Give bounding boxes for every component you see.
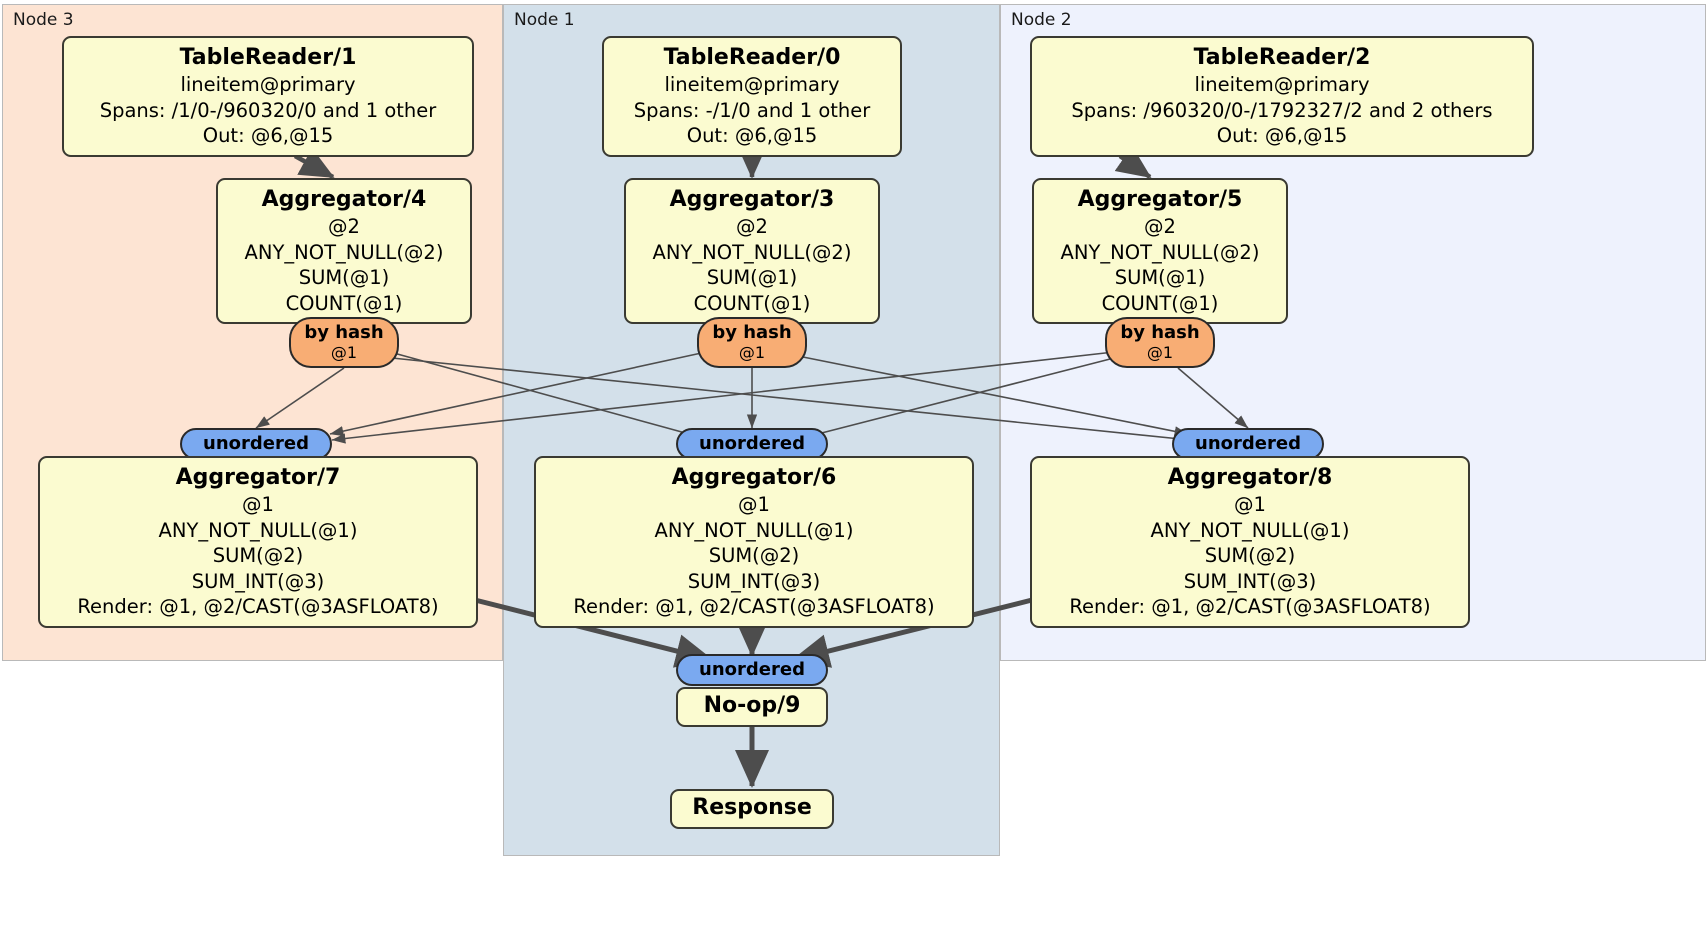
processor-line: Out: @6,@15 <box>686 124 818 147</box>
processor-line: Spans: -/1/0 and 1 other <box>633 98 871 122</box>
badge-label: unordered <box>203 433 309 454</box>
processor-aggregator-3[interactable]: Aggregator/3 @2 ANY_NOT_NULL(@2) SUM(@1)… <box>624 178 880 324</box>
processor-response[interactable]: Response <box>670 789 834 829</box>
processor-line: SUM(@2) <box>1204 544 1296 567</box>
processor-line: ANY_NOT_NULL(@2) <box>652 240 852 264</box>
processor-line: Spans: /960320/0-/1792327/2 and 2 others <box>1071 98 1493 122</box>
processor-title: Aggregator/3 <box>669 187 835 212</box>
processor-no-op-9[interactable]: No-op/9 <box>676 687 828 727</box>
processor-title: Response <box>692 795 812 820</box>
processor-aggregator-5[interactable]: Aggregator/5 @2 ANY_NOT_NULL(@2) SUM(@1)… <box>1032 178 1288 324</box>
processor-aggregator-7[interactable]: Aggregator/7 @1 ANY_NOT_NULL(@1) SUM(@2)… <box>38 456 478 628</box>
processor-table-reader-2[interactable]: TableReader/2 lineitem@primary Spans: /9… <box>1030 36 1534 157</box>
processor-line: Render: @1, @2/CAST(@3ASFLOAT8) <box>573 595 935 618</box>
processor-line: SUM_INT(@3) <box>191 569 325 593</box>
processor-title: TableReader/2 <box>1193 45 1371 70</box>
processor-line: ANY_NOT_NULL(@2) <box>1060 240 1260 264</box>
processor-line: Out: @6,@15 <box>1216 124 1348 147</box>
processor-aggregator-4[interactable]: Aggregator/4 @2 ANY_NOT_NULL(@2) SUM(@1)… <box>216 178 472 324</box>
processor-title: Aggregator/5 <box>1077 187 1243 212</box>
processor-line: SUM_INT(@3) <box>687 569 821 593</box>
processor-title: TableReader/0 <box>663 45 841 70</box>
processor-line: lineitem@primary <box>664 73 840 96</box>
processor-line: @1 <box>242 493 274 516</box>
processor-line: ANY_NOT_NULL(@1) <box>158 518 358 542</box>
processor-title: TableReader/1 <box>179 45 357 70</box>
processor-title: Aggregator/4 <box>261 187 427 212</box>
stream-badge-by-hash-left[interactable]: by hash @1 <box>289 317 399 368</box>
stream-badge-by-hash-right[interactable]: by hash @1 <box>1105 317 1215 368</box>
badge-sublabel: @1 <box>1146 343 1174 362</box>
processor-table-reader-1[interactable]: TableReader/1 lineitem@primary Spans: /1… <box>62 36 474 157</box>
processor-line: Render: @1, @2/CAST(@3ASFLOAT8) <box>77 595 439 618</box>
processor-title: Aggregator/6 <box>671 465 837 490</box>
stream-badge-unordered-final[interactable]: unordered <box>676 654 828 686</box>
processor-line: Spans: /1/0-/960320/0 and 1 other <box>99 98 437 122</box>
stream-badge-by-hash-mid[interactable]: by hash @1 <box>697 317 807 368</box>
processor-line: @2 <box>736 215 768 238</box>
stream-badge-unordered-mid[interactable]: unordered <box>676 428 828 460</box>
processor-line: Out: @6,@15 <box>202 124 334 147</box>
processor-line: SUM_INT(@3) <box>1183 569 1317 593</box>
processor-line: lineitem@primary <box>180 73 356 96</box>
badge-sublabel: @1 <box>330 343 358 362</box>
processor-title: Aggregator/8 <box>1167 465 1333 490</box>
processor-line: SUM(@1) <box>298 266 390 289</box>
processor-title: No-op/9 <box>703 693 801 718</box>
badge-sublabel: @1 <box>738 343 766 362</box>
processor-line: lineitem@primary <box>1194 73 1370 96</box>
processor-line: @2 <box>328 215 360 238</box>
stream-badge-unordered-right[interactable]: unordered <box>1172 428 1324 460</box>
processor-aggregator-8[interactable]: Aggregator/8 @1 ANY_NOT_NULL(@1) SUM(@2)… <box>1030 456 1470 628</box>
processor-line: Render: @1, @2/CAST(@3ASFLOAT8) <box>1069 595 1431 618</box>
badge-label: unordered <box>699 433 805 454</box>
processor-line: ANY_NOT_NULL(@1) <box>654 518 854 542</box>
processor-line: SUM(@1) <box>706 266 798 289</box>
node-panel-label-node2: Node 2 <box>1011 10 1072 30</box>
badge-label: by hash <box>304 322 384 343</box>
processor-line: SUM(@2) <box>708 544 800 567</box>
processor-line: SUM(@2) <box>212 544 304 567</box>
processor-table-reader-0[interactable]: TableReader/0 lineitem@primary Spans: -/… <box>602 36 902 157</box>
processor-line: COUNT(@1) <box>285 291 403 315</box>
node-panel-label-node1: Node 1 <box>514 10 575 30</box>
badge-label: unordered <box>1195 433 1301 454</box>
processor-line: @1 <box>738 493 770 516</box>
badge-label: by hash <box>1120 322 1200 343</box>
badge-label: by hash <box>712 322 792 343</box>
processor-title: Aggregator/7 <box>175 465 341 490</box>
processor-line: ANY_NOT_NULL(@1) <box>1150 518 1350 542</box>
processor-line: COUNT(@1) <box>693 291 811 315</box>
node-panel-label-node3: Node 3 <box>13 10 74 30</box>
processor-line: SUM(@1) <box>1114 266 1206 289</box>
processor-line: COUNT(@1) <box>1101 291 1219 315</box>
processor-line: @2 <box>1144 215 1176 238</box>
processor-line: @1 <box>1234 493 1266 516</box>
processor-line: ANY_NOT_NULL(@2) <box>244 240 444 264</box>
processor-aggregator-6[interactable]: Aggregator/6 @1 ANY_NOT_NULL(@1) SUM(@2)… <box>534 456 974 628</box>
badge-label: unordered <box>699 659 805 680</box>
